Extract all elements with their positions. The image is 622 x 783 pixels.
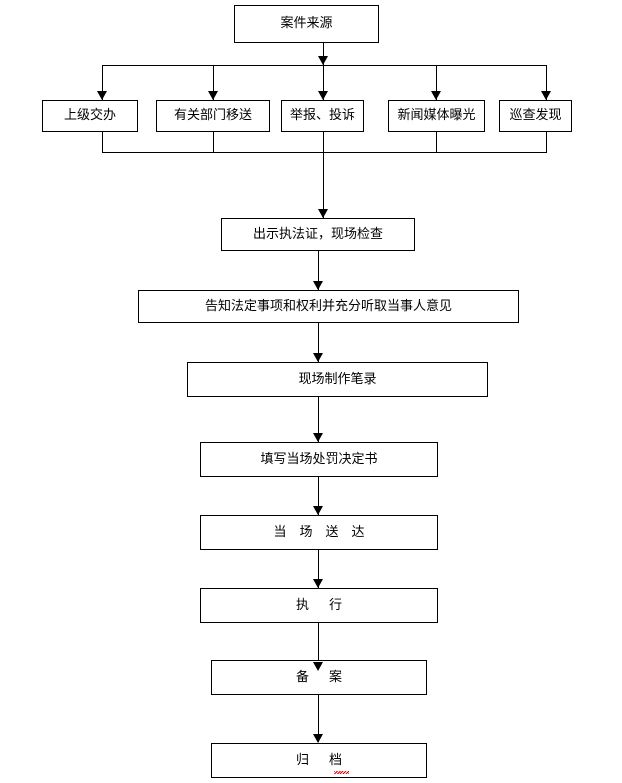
node-branch-patrol-discovery-label: 巡查发现: [509, 108, 562, 124]
node-step-fill-penalty-decision[interactable]: 填写当场处罚决定书: [200, 442, 438, 477]
arrow-to-step-4: [313, 433, 323, 442]
node-step-onsite-delivery-label: 当场送达: [273, 524, 378, 540]
connector-exit-branch-5: [546, 132, 547, 153]
connector-branch-distribution-bar: [102, 65, 547, 66]
node-step-execute[interactable]: 执行: [200, 588, 438, 623]
node-step-execute-label: 执行: [295, 597, 362, 613]
connector-drop-branch-1: [102, 65, 103, 100]
node-case-source[interactable]: 案件来源: [234, 5, 379, 43]
node-step-show-credentials-inspect[interactable]: 出示执法证，现场检查: [221, 218, 415, 251]
arrow-to-branch-1: [97, 91, 107, 100]
arrow-to-step-2: [313, 281, 323, 290]
node-branch-media-exposure-label: 新闻媒体曝光: [397, 108, 476, 124]
arrow-to-step-5: [313, 506, 323, 515]
connector-step-2-to-3: [318, 323, 319, 362]
node-case-source-label: 案件来源: [280, 16, 333, 32]
connector-drop-branch-5: [546, 65, 547, 100]
arrow-to-step-7: [313, 662, 323, 671]
node-branch-report-complaint-label: 举报、投诉: [289, 108, 355, 124]
arrow-source-to-branches: [318, 56, 328, 65]
arrow-to-step-8: [313, 734, 323, 743]
connector-drop-branch-4: [436, 65, 437, 100]
connector-branch-merge-bar: [102, 152, 547, 153]
connector-source-stem: [323, 43, 324, 65]
connector-exit-branch-4: [436, 132, 437, 153]
node-step-archive[interactable]: 归档: [211, 743, 427, 778]
connector-step-6-to-7: [318, 623, 319, 671]
arrow-to-branch-2: [208, 91, 218, 100]
node-step-file-record-label: 备案: [295, 669, 362, 685]
arrow-to-step-6: [313, 579, 323, 588]
arrow-to-branch-5: [541, 91, 551, 100]
node-branch-department-transfer[interactable]: 有关部门移送: [156, 100, 270, 132]
node-step-fill-penalty-decision-label: 填写当场处罚决定书: [260, 451, 378, 467]
node-step-onsite-record-label: 现场制作笔录: [298, 371, 377, 387]
node-branch-department-transfer-label: 有关部门移送: [173, 108, 252, 124]
arrow-to-step-3: [313, 353, 323, 362]
arrow-to-step-1: [318, 209, 328, 218]
connector-step-5-to-6: [318, 550, 319, 588]
connector-step-7-to-8: [318, 695, 319, 742]
connector-step-1-to-2: [318, 251, 319, 290]
node-step-inform-rights-label: 告知法定事项和权利并充分听取当事人意见: [204, 298, 452, 314]
node-branch-superior-assignment-label: 上级交办: [63, 108, 116, 124]
node-branch-patrol-discovery[interactable]: 巡查发现: [499, 100, 572, 132]
spellcheck-underline-icon: [334, 771, 349, 774]
arrow-to-branch-3: [318, 91, 328, 100]
node-step-show-credentials-inspect-label: 出示执法证，现场检查: [252, 226, 383, 242]
connector-step-3-to-4: [318, 397, 319, 442]
node-step-onsite-delivery[interactable]: 当场送达: [200, 515, 438, 550]
connector-exit-branch-2: [213, 132, 214, 153]
connector-step-4-to-5: [318, 477, 319, 515]
node-branch-media-exposure[interactable]: 新闻媒体曝光: [388, 100, 485, 132]
connector-exit-branch-1: [102, 132, 103, 153]
arrow-to-branch-4: [431, 91, 441, 100]
connector-exit-branch-3: [323, 132, 324, 153]
node-step-inform-rights[interactable]: 告知法定事项和权利并充分听取当事人意见: [138, 290, 519, 323]
connector-drop-branch-3: [323, 65, 324, 100]
connector-merge-to-step-1: [323, 152, 324, 218]
node-step-onsite-record[interactable]: 现场制作笔录: [187, 362, 488, 397]
node-step-archive-label: 归档: [295, 752, 362, 768]
node-branch-superior-assignment[interactable]: 上级交办: [42, 100, 138, 132]
connector-drop-branch-2: [213, 65, 214, 100]
node-branch-report-complaint[interactable]: 举报、投诉: [281, 100, 364, 132]
